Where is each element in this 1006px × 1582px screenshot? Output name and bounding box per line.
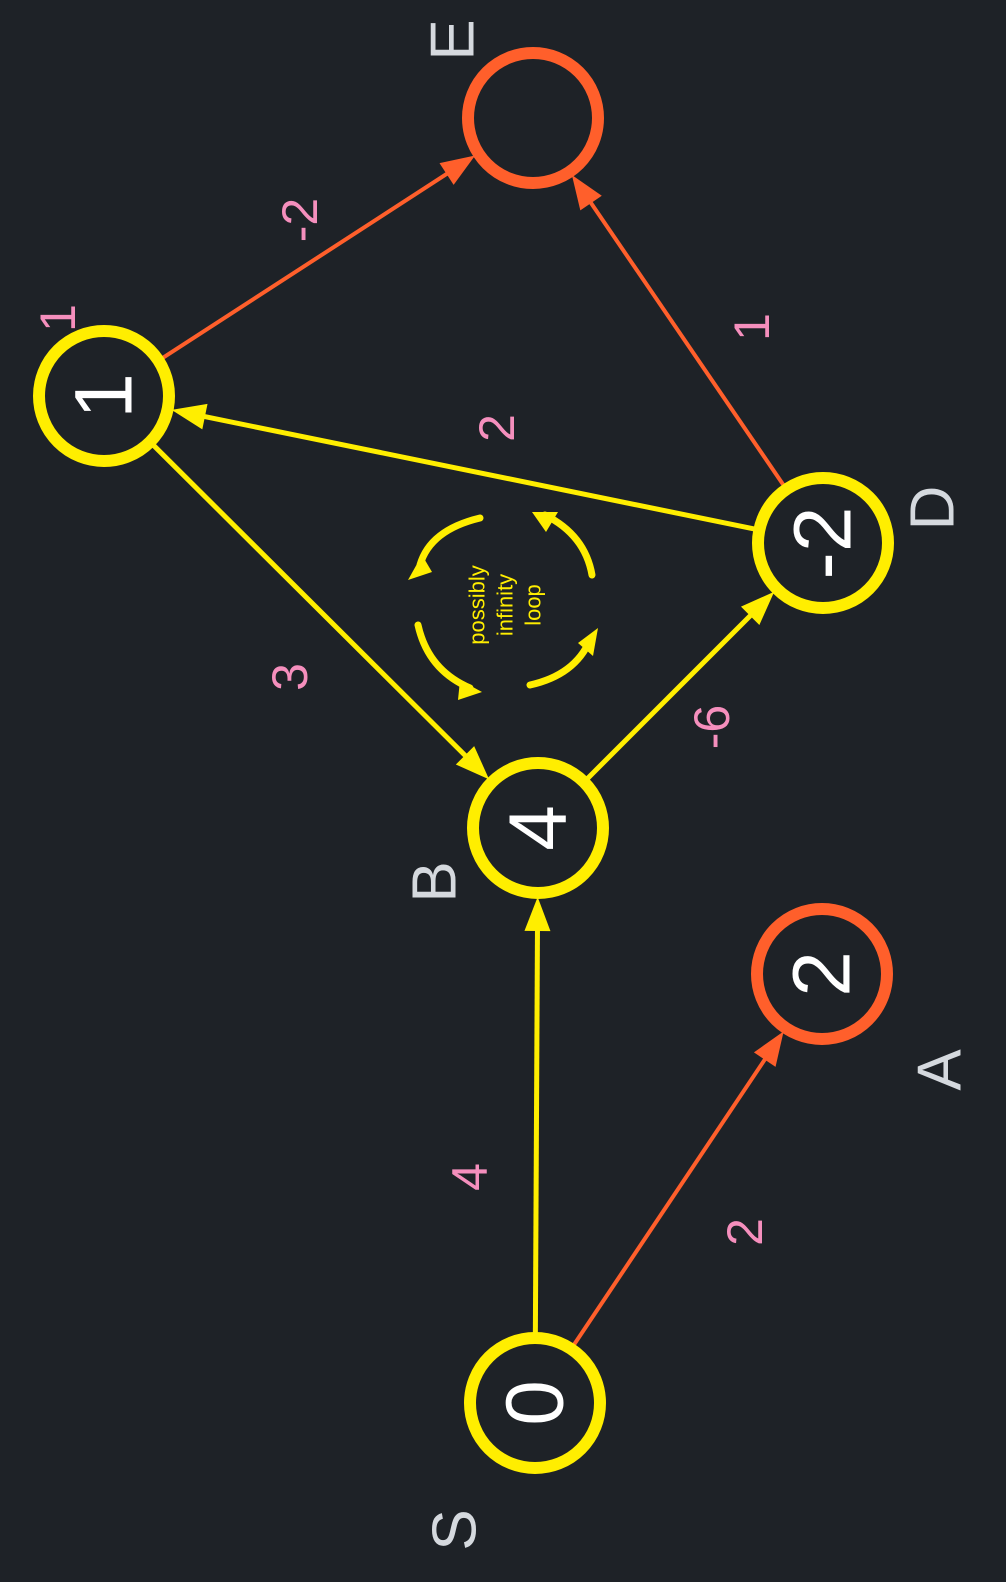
edge-c-e-weight-group: -2 <box>272 198 328 242</box>
node-d-value-group: -2 <box>778 507 869 580</box>
edges-layer: 4 2 -6 3 2 1 -2 <box>151 155 786 1347</box>
loop-arrowhead-icon <box>578 628 598 656</box>
edge-c-b <box>151 442 470 760</box>
node-a-label: A <box>906 1049 975 1091</box>
node-e-circle <box>462 47 604 189</box>
node-c-value-group: 1 <box>59 373 150 419</box>
node-s-label: S <box>421 1509 490 1550</box>
node-s-label-group: S <box>421 1509 490 1550</box>
node-b-circle <box>467 757 609 899</box>
edge-d-c <box>200 413 756 532</box>
node-b-label: B <box>401 861 470 902</box>
node-d-circle <box>752 472 894 614</box>
edge-c-e <box>160 170 452 361</box>
edge-d-e-weight-group: 1 <box>724 313 780 341</box>
node-a-label-group: A <box>906 1049 975 1091</box>
node-s-circle <box>464 1332 606 1474</box>
edge-s-b-weight-group: 4 <box>442 1163 498 1191</box>
edge-d-e-arrowhead-icon <box>571 174 602 211</box>
node-a-value-group: 2 <box>777 951 868 997</box>
edge-s-a <box>571 1055 769 1347</box>
loop-text: possibly infinity loop <box>465 565 546 644</box>
edge-b-d-arrowhead-icon <box>740 591 775 626</box>
node-b-value: 4 <box>493 805 584 851</box>
node-e-label-group: E <box>419 19 488 60</box>
loop-text-line-2: infinity <box>493 574 518 636</box>
loop-arrowheads <box>408 512 598 700</box>
edge-s-b-arrowhead-icon <box>524 896 551 932</box>
edge-s-a-weight-group: 2 <box>717 1218 773 1246</box>
loop-text-line-3: loop <box>521 584 546 626</box>
edge-d-c-arrowhead-icon <box>171 403 208 430</box>
loop-arrowhead-icon <box>458 680 482 700</box>
node-c-value: 1 <box>59 373 150 419</box>
loop-text-line-1: possibly <box>465 565 490 644</box>
node-s-value: 0 <box>490 1380 581 1426</box>
node-d-label: D <box>899 486 968 531</box>
node-b-value-group: 4 <box>493 805 584 851</box>
edge-d-c-weight: 2 <box>469 414 525 442</box>
edge-b-d-weight-group: -6 <box>684 705 740 749</box>
edge-d-e <box>587 198 786 488</box>
edge-s-b-weight: 4 <box>442 1163 498 1191</box>
loop-arrowhead-icon <box>408 555 432 580</box>
edge-c-b-arrowhead-icon <box>455 746 490 780</box>
edge-s-b <box>532 926 540 1335</box>
edge-b-d <box>585 611 755 781</box>
node-s-value-group: 0 <box>490 1380 581 1426</box>
edge-c-e-arrowhead-icon <box>439 155 476 185</box>
node-d-value: -2 <box>778 507 869 580</box>
node-a-value: 2 <box>777 951 868 997</box>
node-b-label-group: B <box>401 861 470 902</box>
edge-c-b-weight: 3 <box>262 663 318 691</box>
edge-d-e-weight: 1 <box>724 313 780 341</box>
node-a-circle <box>751 903 893 1045</box>
node-e-label: E <box>419 19 488 60</box>
edge-c-e-weight: -2 <box>272 198 328 242</box>
edge-c-b-weight-group: 3 <box>262 663 318 691</box>
edge-s-a-weight: 2 <box>717 1218 773 1246</box>
node-c-circle <box>33 325 175 467</box>
node-d-label-group: D <box>899 486 968 531</box>
node-c-annotation: 1 <box>30 304 86 332</box>
edge-s-a-arrowhead-icon <box>753 1031 784 1067</box>
edge-b-d-weight: -6 <box>684 705 740 749</box>
edge-d-c-weight-group: 2 <box>469 414 525 442</box>
node-c-annotation-text: 1 <box>30 304 86 332</box>
loop-arrowhead-icon <box>532 512 558 532</box>
